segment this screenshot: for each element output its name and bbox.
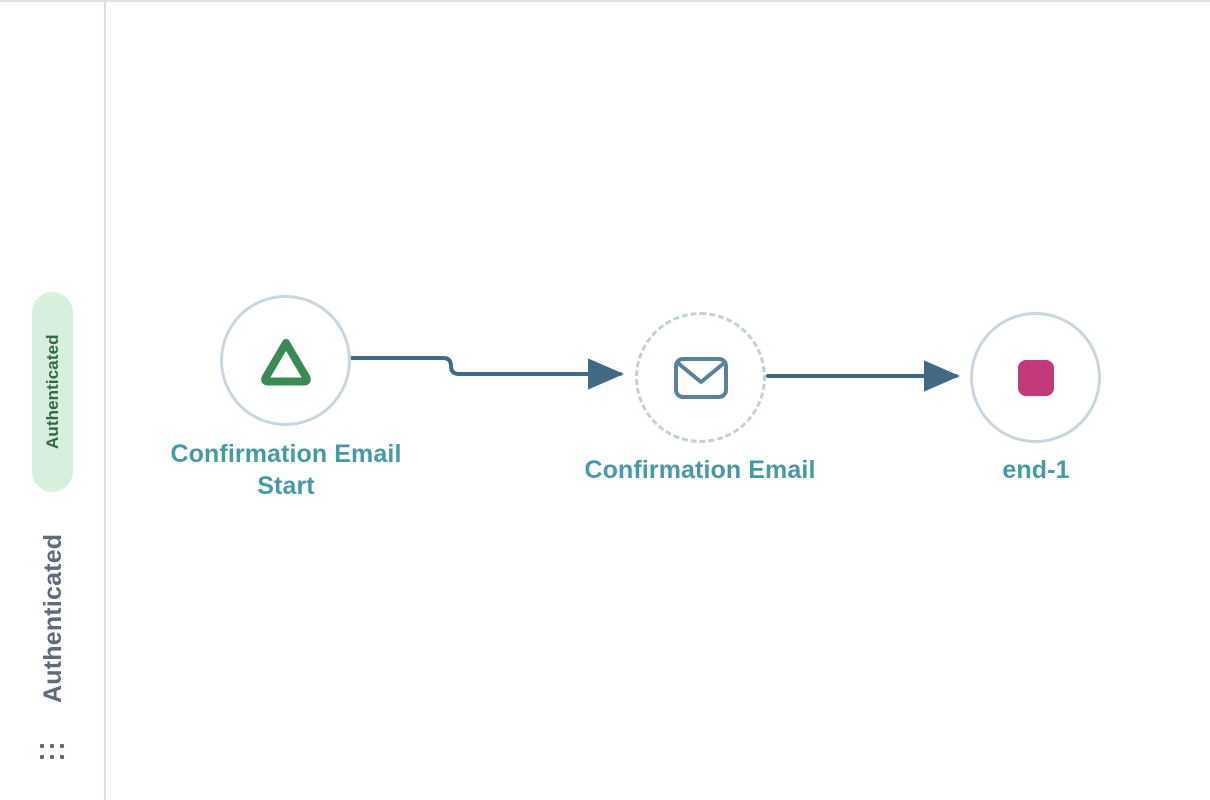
node-end-1[interactable] xyxy=(970,312,1101,443)
node-label-confirmation-email-start: Confirmation Email Start xyxy=(170,440,402,500)
diagram-surface[interactable]: Confirmation Email Start Confirmation Em… xyxy=(106,2,1210,800)
node-label-end-1: end-1 xyxy=(1002,456,1070,484)
node-label-confirmation-email: Confirmation Email xyxy=(584,456,816,484)
stop-square-icon xyxy=(1017,359,1054,396)
lane-label-authenticated-pool[interactable]: Authenticated xyxy=(39,533,67,703)
lane-label-authenticated-pill[interactable]: Authenticated xyxy=(32,292,73,492)
lane-rail: Authenticated Authenticated xyxy=(0,2,104,800)
lane-divider xyxy=(104,0,106,800)
node-confirmation-email-start[interactable] xyxy=(220,295,351,426)
drag-dots-icon[interactable] xyxy=(40,744,66,761)
edge-start-to-email[interactable] xyxy=(350,356,624,390)
triangle-icon xyxy=(260,338,311,385)
node-confirmation-email[interactable] xyxy=(635,312,766,443)
top-divider xyxy=(0,0,1210,2)
envelope-icon xyxy=(673,356,728,399)
